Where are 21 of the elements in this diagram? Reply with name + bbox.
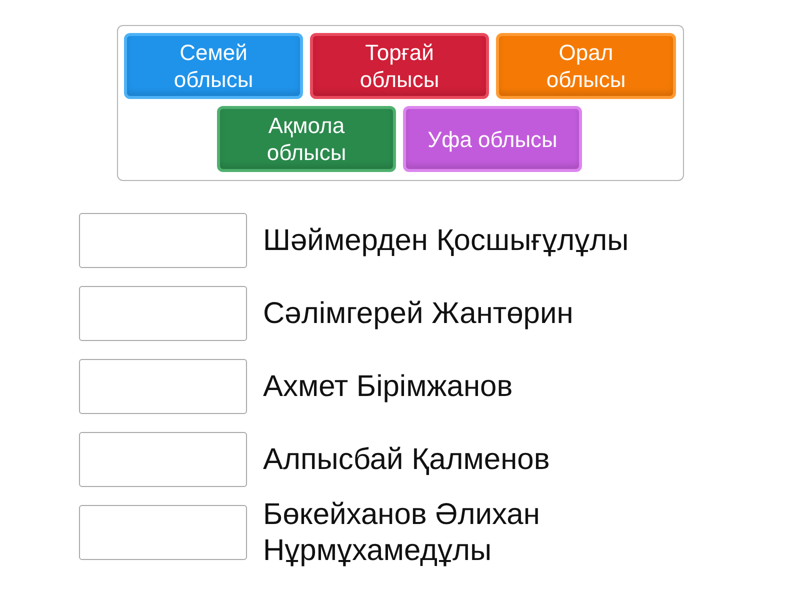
answer-box bbox=[79, 286, 247, 341]
category-tile bbox=[496, 33, 676, 99]
tile-text: Орал облысы bbox=[545, 39, 627, 93]
name-text: Ахмет Бірімжанов bbox=[263, 368, 514, 404]
category-tile bbox=[310, 33, 489, 99]
category-tile bbox=[217, 106, 396, 172]
answer-box bbox=[79, 432, 247, 487]
answer-box bbox=[79, 359, 247, 414]
name-text: Шәймерден Қосшығұлұлы bbox=[263, 222, 630, 258]
word-bank-panel bbox=[117, 25, 684, 181]
name-text: Алпысбай Қалменов bbox=[263, 442, 551, 478]
answer-box bbox=[79, 505, 247, 560]
answer-box bbox=[79, 213, 247, 268]
name-text: Сәлімгерей Жантөрин bbox=[263, 296, 574, 332]
tile-text: Торғай облысы bbox=[358, 39, 440, 93]
tile-text: Ақмола облысы bbox=[266, 112, 348, 166]
category-tile bbox=[124, 33, 303, 99]
category-tile bbox=[403, 106, 582, 172]
name-text: Бөкейханов Әлихан Нұрмұхамедұлы bbox=[263, 496, 541, 568]
tile-text: Уфа облысы bbox=[428, 126, 558, 152]
tile-text: Семей облысы bbox=[172, 39, 254, 93]
